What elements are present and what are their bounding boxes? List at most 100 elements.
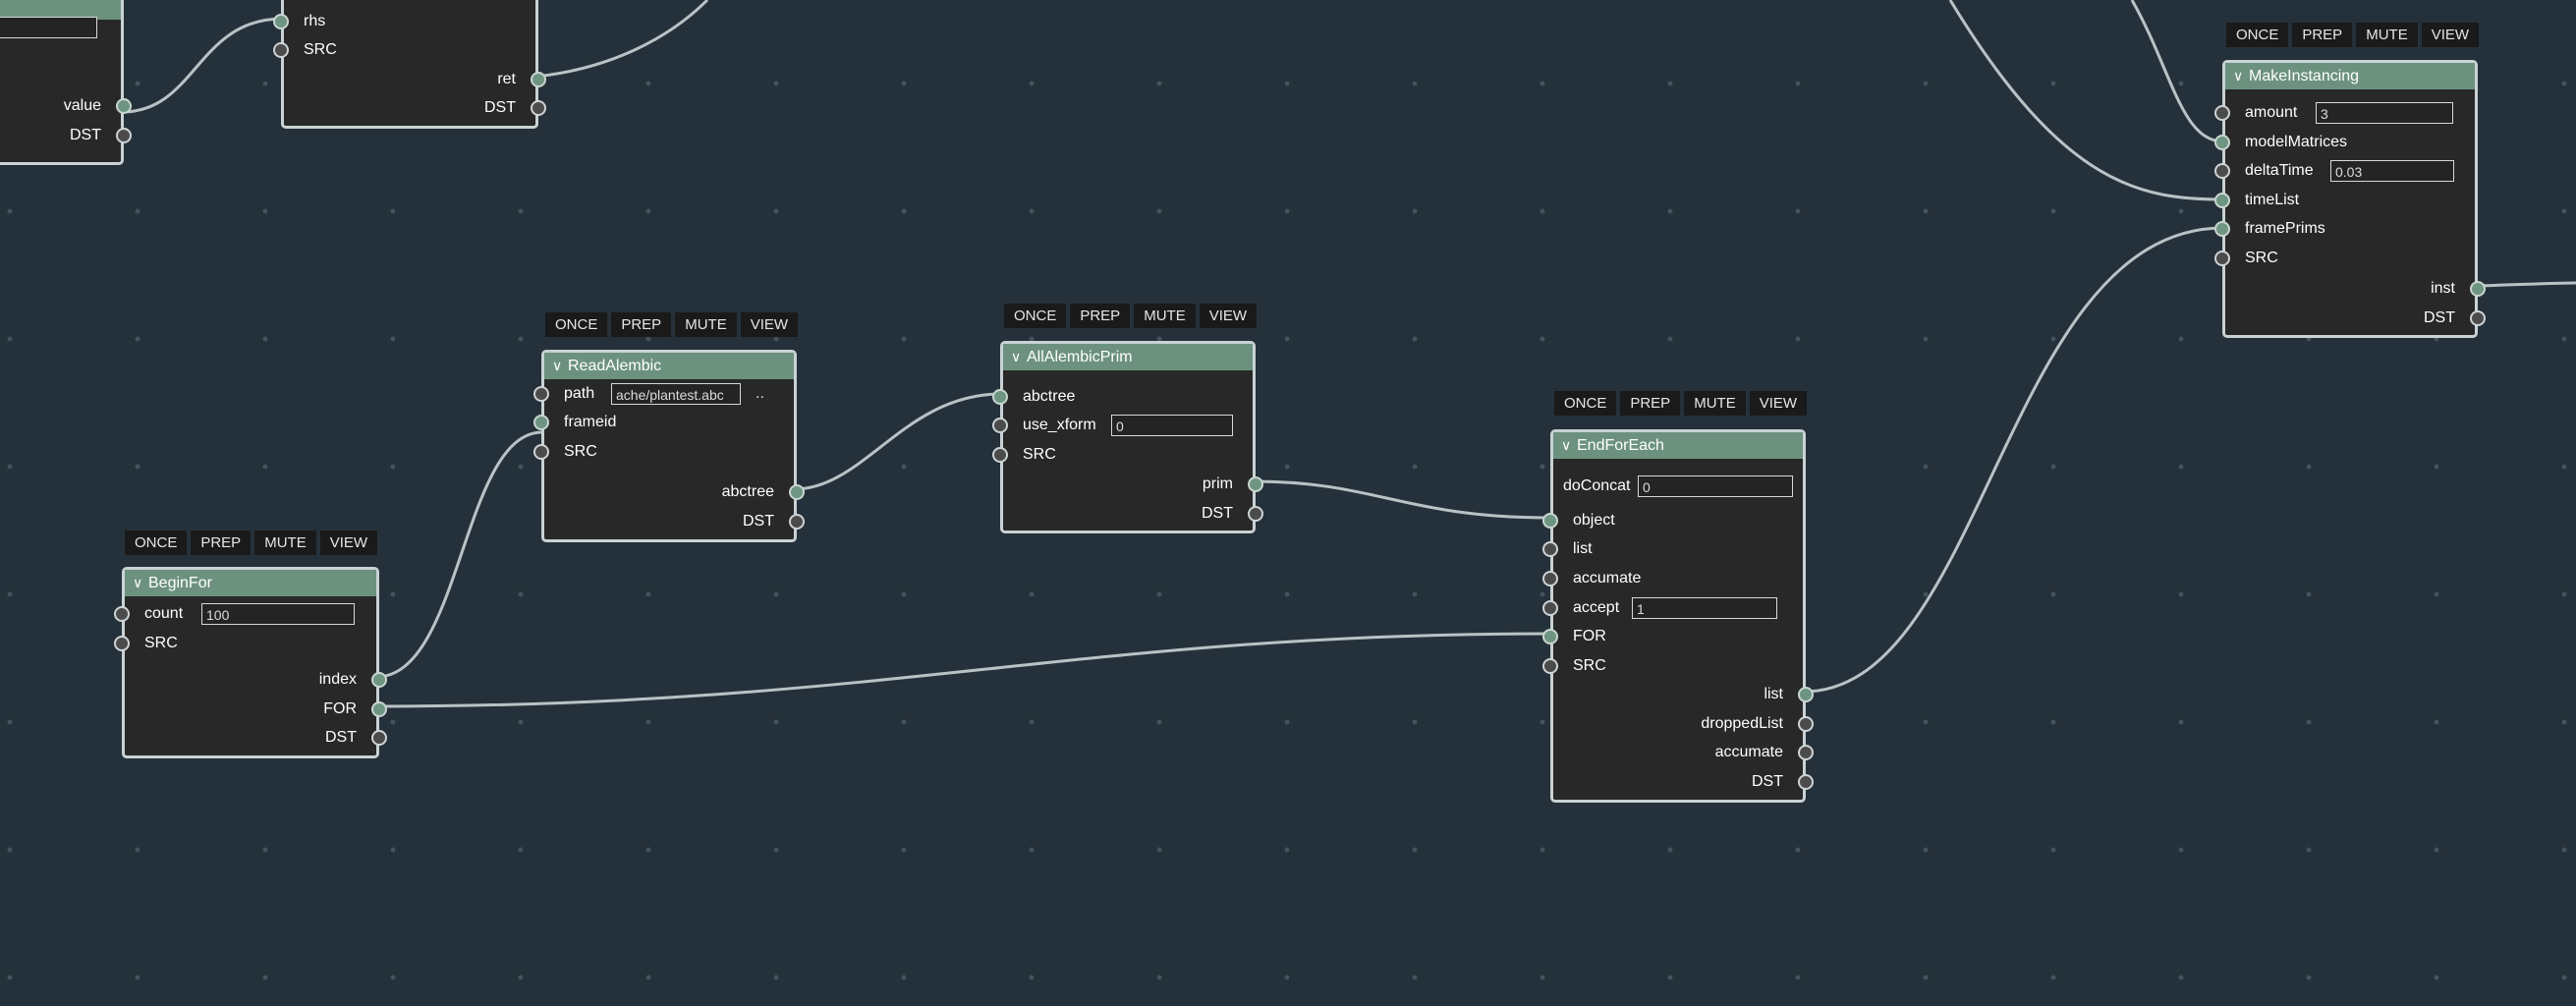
- input-socket-path[interactable]: [533, 386, 549, 402]
- input-socket-accept[interactable]: [1542, 600, 1558, 616]
- input-socket-src[interactable]: [2214, 251, 2230, 266]
- input-socket-object[interactable]: [1542, 513, 1558, 529]
- count-field[interactable]: 100: [201, 603, 355, 625]
- output-dst: DST: [1553, 767, 1814, 797]
- output-socket-accumate[interactable]: [1798, 745, 1814, 760]
- deltatime-field[interactable]: 0.03: [2330, 160, 2454, 182]
- wire-offscreen-to-modelmatrices: [2130, 0, 2224, 143]
- input-socket-rhs[interactable]: [273, 14, 289, 29]
- input-socket-timelist[interactable]: [2214, 193, 2230, 208]
- node-title: EndForEach: [1577, 437, 1664, 454]
- input-socket-for[interactable]: [1542, 629, 1558, 644]
- accept-field[interactable]: 1: [1632, 597, 1777, 619]
- input-socket-amount[interactable]: [2214, 105, 2230, 121]
- chevron-down-icon[interactable]: ∨: [133, 575, 143, 590]
- node-header[interactable]: ∨ AllAlembicPrim: [1003, 344, 1253, 370]
- output-socket-inst[interactable]: [2470, 281, 2486, 297]
- port-label: accumate: [1714, 744, 1783, 760]
- output-for: FOR: [125, 695, 387, 724]
- input-socket-accumate[interactable]: [1542, 571, 1558, 587]
- browse-button[interactable]: ..: [756, 385, 764, 402]
- prep-button[interactable]: PREP: [611, 312, 672, 337]
- node-beginfor[interactable]: ∨ BeginFor count 100 SRC index FOR DST: [114, 567, 387, 758]
- partial-node-top[interactable]: rhs SRC ret DST: [273, 0, 546, 129]
- path-field[interactable]: ache/plantest.abc: [611, 383, 741, 405]
- prep-button[interactable]: PREP: [2292, 23, 2353, 47]
- partial-input-field[interactable]: [0, 17, 97, 38]
- node-header[interactable]: ∨ BeginFor: [125, 570, 376, 596]
- output-socket-abctree[interactable]: [789, 484, 805, 500]
- view-button[interactable]: VIEW: [740, 312, 799, 337]
- partial-node-left[interactable]: value DST: [0, 0, 132, 165]
- use-xform-field[interactable]: 0: [1111, 415, 1233, 436]
- view-button[interactable]: VIEW: [1749, 391, 1808, 416]
- prep-button[interactable]: PREP: [1070, 304, 1131, 328]
- once-button[interactable]: ONCE: [1004, 304, 1067, 328]
- node-header[interactable]: ∨ EndForEach: [1553, 432, 1803, 459]
- input-socket-abctree[interactable]: [992, 389, 1008, 405]
- chevron-down-icon[interactable]: ∨: [1011, 349, 1022, 364]
- mute-button[interactable]: MUTE: [675, 312, 737, 337]
- input-socket-src[interactable]: [992, 447, 1008, 463]
- output-ret: ret: [284, 65, 546, 94]
- node-makeinstancing[interactable]: ∨ MakeInstancing amount 3 modelMatrices …: [2214, 60, 2486, 338]
- chevron-down-icon[interactable]: ∨: [552, 358, 563, 373]
- output-socket-ret[interactable]: [531, 72, 546, 87]
- output-socket-dst[interactable]: [2470, 310, 2486, 326]
- doconcat-field[interactable]: 0: [1638, 475, 1793, 497]
- output-dst: DST: [284, 93, 546, 123]
- output-socket-dst[interactable]: [789, 514, 805, 530]
- input-socket-src[interactable]: [1542, 658, 1558, 674]
- input-for: FOR: [1542, 622, 1803, 651]
- prep-button[interactable]: PREP: [191, 531, 252, 555]
- view-button[interactable]: VIEW: [2421, 23, 2480, 47]
- node-header[interactable]: ∨ ReadAlembic: [544, 353, 794, 379]
- mute-button[interactable]: MUTE: [2356, 23, 2418, 47]
- output-socket-value[interactable]: [116, 98, 132, 114]
- input-socket-src[interactable]: [114, 636, 130, 651]
- mute-button[interactable]: MUTE: [1684, 391, 1746, 416]
- input-socket-list[interactable]: [1542, 541, 1558, 557]
- input-socket-deltatime[interactable]: [2214, 163, 2230, 179]
- port-label: use_xform: [1023, 417, 1096, 433]
- port-label: path: [564, 385, 595, 402]
- output-socket-prim[interactable]: [1248, 476, 1263, 492]
- input-socket-frameprims[interactable]: [2214, 221, 2230, 237]
- prep-button[interactable]: PREP: [1620, 391, 1681, 416]
- wire-index-to-frameid: [375, 430, 543, 679]
- output-socket-index[interactable]: [371, 672, 387, 688]
- output-socket-dst[interactable]: [1798, 774, 1814, 790]
- chevron-down-icon[interactable]: ∨: [1561, 437, 1572, 453]
- node-header[interactable]: ∨ MakeInstancing: [2225, 63, 2475, 89]
- input-socket-src[interactable]: [533, 444, 549, 460]
- node-allalembicprim[interactable]: ∨ AllAlembicPrim abctree use_xform 0 SRC…: [992, 341, 1263, 533]
- output-socket-dst[interactable]: [531, 100, 546, 116]
- mute-button[interactable]: MUTE: [1134, 304, 1196, 328]
- once-button[interactable]: ONCE: [545, 312, 608, 337]
- once-button[interactable]: ONCE: [2226, 23, 2289, 47]
- node-readalembic[interactable]: ∨ ReadAlembic path ache/plantest.abc .. …: [533, 350, 805, 542]
- output-socket-dst[interactable]: [371, 730, 387, 746]
- chevron-down-icon[interactable]: ∨: [2233, 68, 2244, 84]
- output-socket-for[interactable]: [371, 701, 387, 717]
- output-socket-list[interactable]: [1798, 687, 1814, 702]
- view-button[interactable]: VIEW: [1199, 304, 1258, 328]
- input-socket-use-xform[interactable]: [992, 418, 1008, 433]
- input-socket-count[interactable]: [114, 606, 130, 622]
- output-socket-droppedlist[interactable]: [1798, 716, 1814, 732]
- once-button[interactable]: ONCE: [1554, 391, 1617, 416]
- output-socket-dst[interactable]: [1248, 506, 1263, 522]
- output-socket-dst[interactable]: [116, 128, 132, 143]
- wire-prim-to-object: [1253, 479, 1551, 520]
- node-header[interactable]: [0, 0, 121, 20]
- amount-field[interactable]: 3: [2316, 102, 2453, 124]
- once-button[interactable]: ONCE: [125, 531, 188, 555]
- input-socket-src[interactable]: [273, 42, 289, 58]
- mute-button[interactable]: MUTE: [254, 531, 316, 555]
- input-socket-modelmatrices[interactable]: [2214, 135, 2230, 150]
- node-endforeach[interactable]: ∨ EndForEach doConcat 0 object list accu…: [1542, 429, 1814, 803]
- port-label: framePrims: [2245, 220, 2325, 237]
- view-button[interactable]: VIEW: [319, 531, 378, 555]
- input-socket-frameid[interactable]: [533, 415, 549, 430]
